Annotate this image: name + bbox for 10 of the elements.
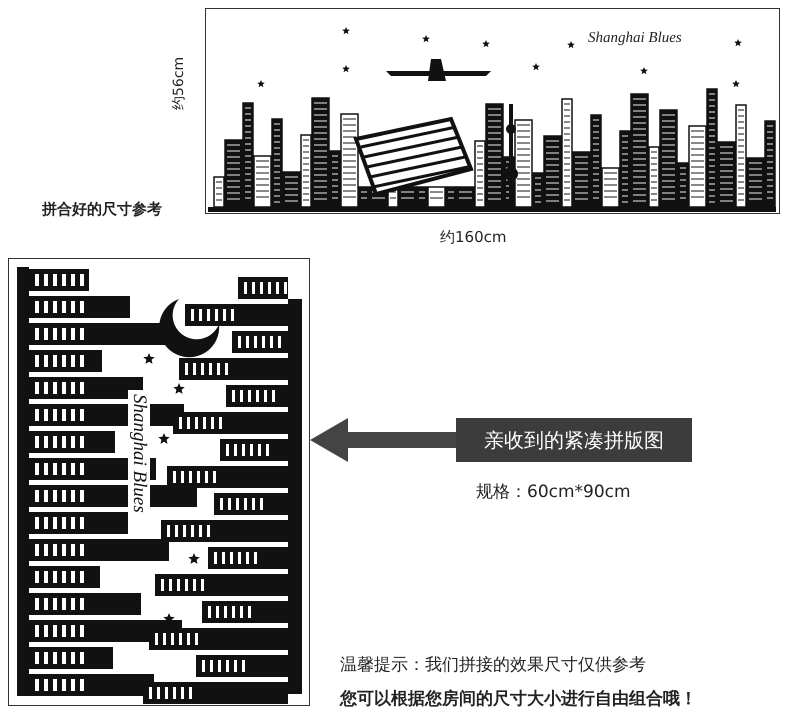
dimension-label: 约160cm — [440, 228, 506, 247]
block-arrow — [310, 418, 456, 462]
caption-text: 亲收到的紧凑拼版图 — [484, 426, 664, 454]
dimension-label: 约56cm — [170, 56, 188, 110]
note-text: 拼合好的尺寸参考 — [42, 200, 162, 219]
artwork-title-text: Shanghai Blues — [588, 30, 682, 47]
note-text: 您可以根据您房间的尺寸大小进行自由组合哦！ — [340, 688, 697, 710]
note-text: 温馨提示：我们拼接的效果尺寸仅供参考 — [340, 654, 646, 676]
caption-box — [456, 418, 692, 462]
size-spec-text: 规格：60cm*90cm — [476, 481, 631, 503]
